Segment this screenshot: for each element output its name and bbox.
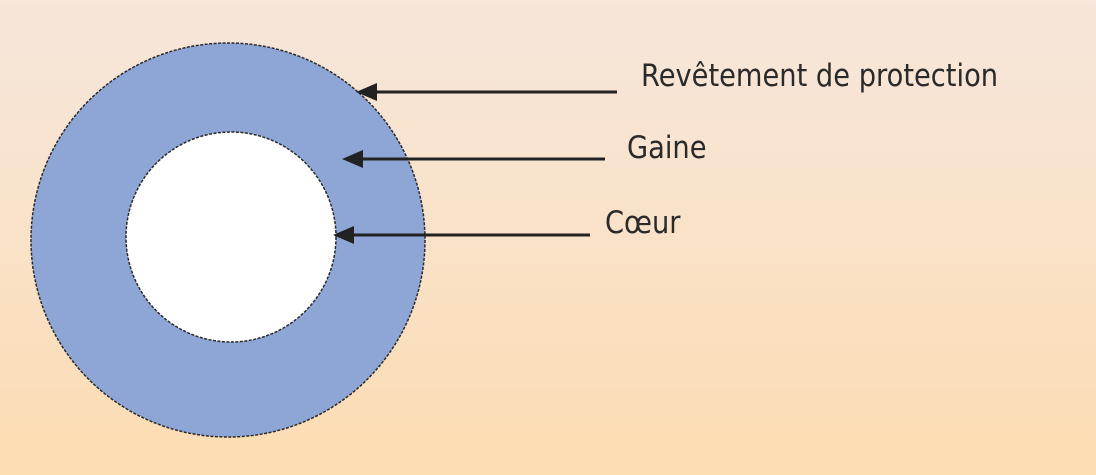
core-label: Cœur xyxy=(605,205,681,241)
cladding-label: Gaine xyxy=(627,130,707,166)
coating-arrowhead-icon xyxy=(356,83,377,101)
cladding-arrowhead-icon xyxy=(342,150,363,168)
coating-label: Revêtement de protection xyxy=(641,58,999,94)
core-circle xyxy=(125,131,337,343)
core-arrowhead-icon xyxy=(333,226,354,244)
